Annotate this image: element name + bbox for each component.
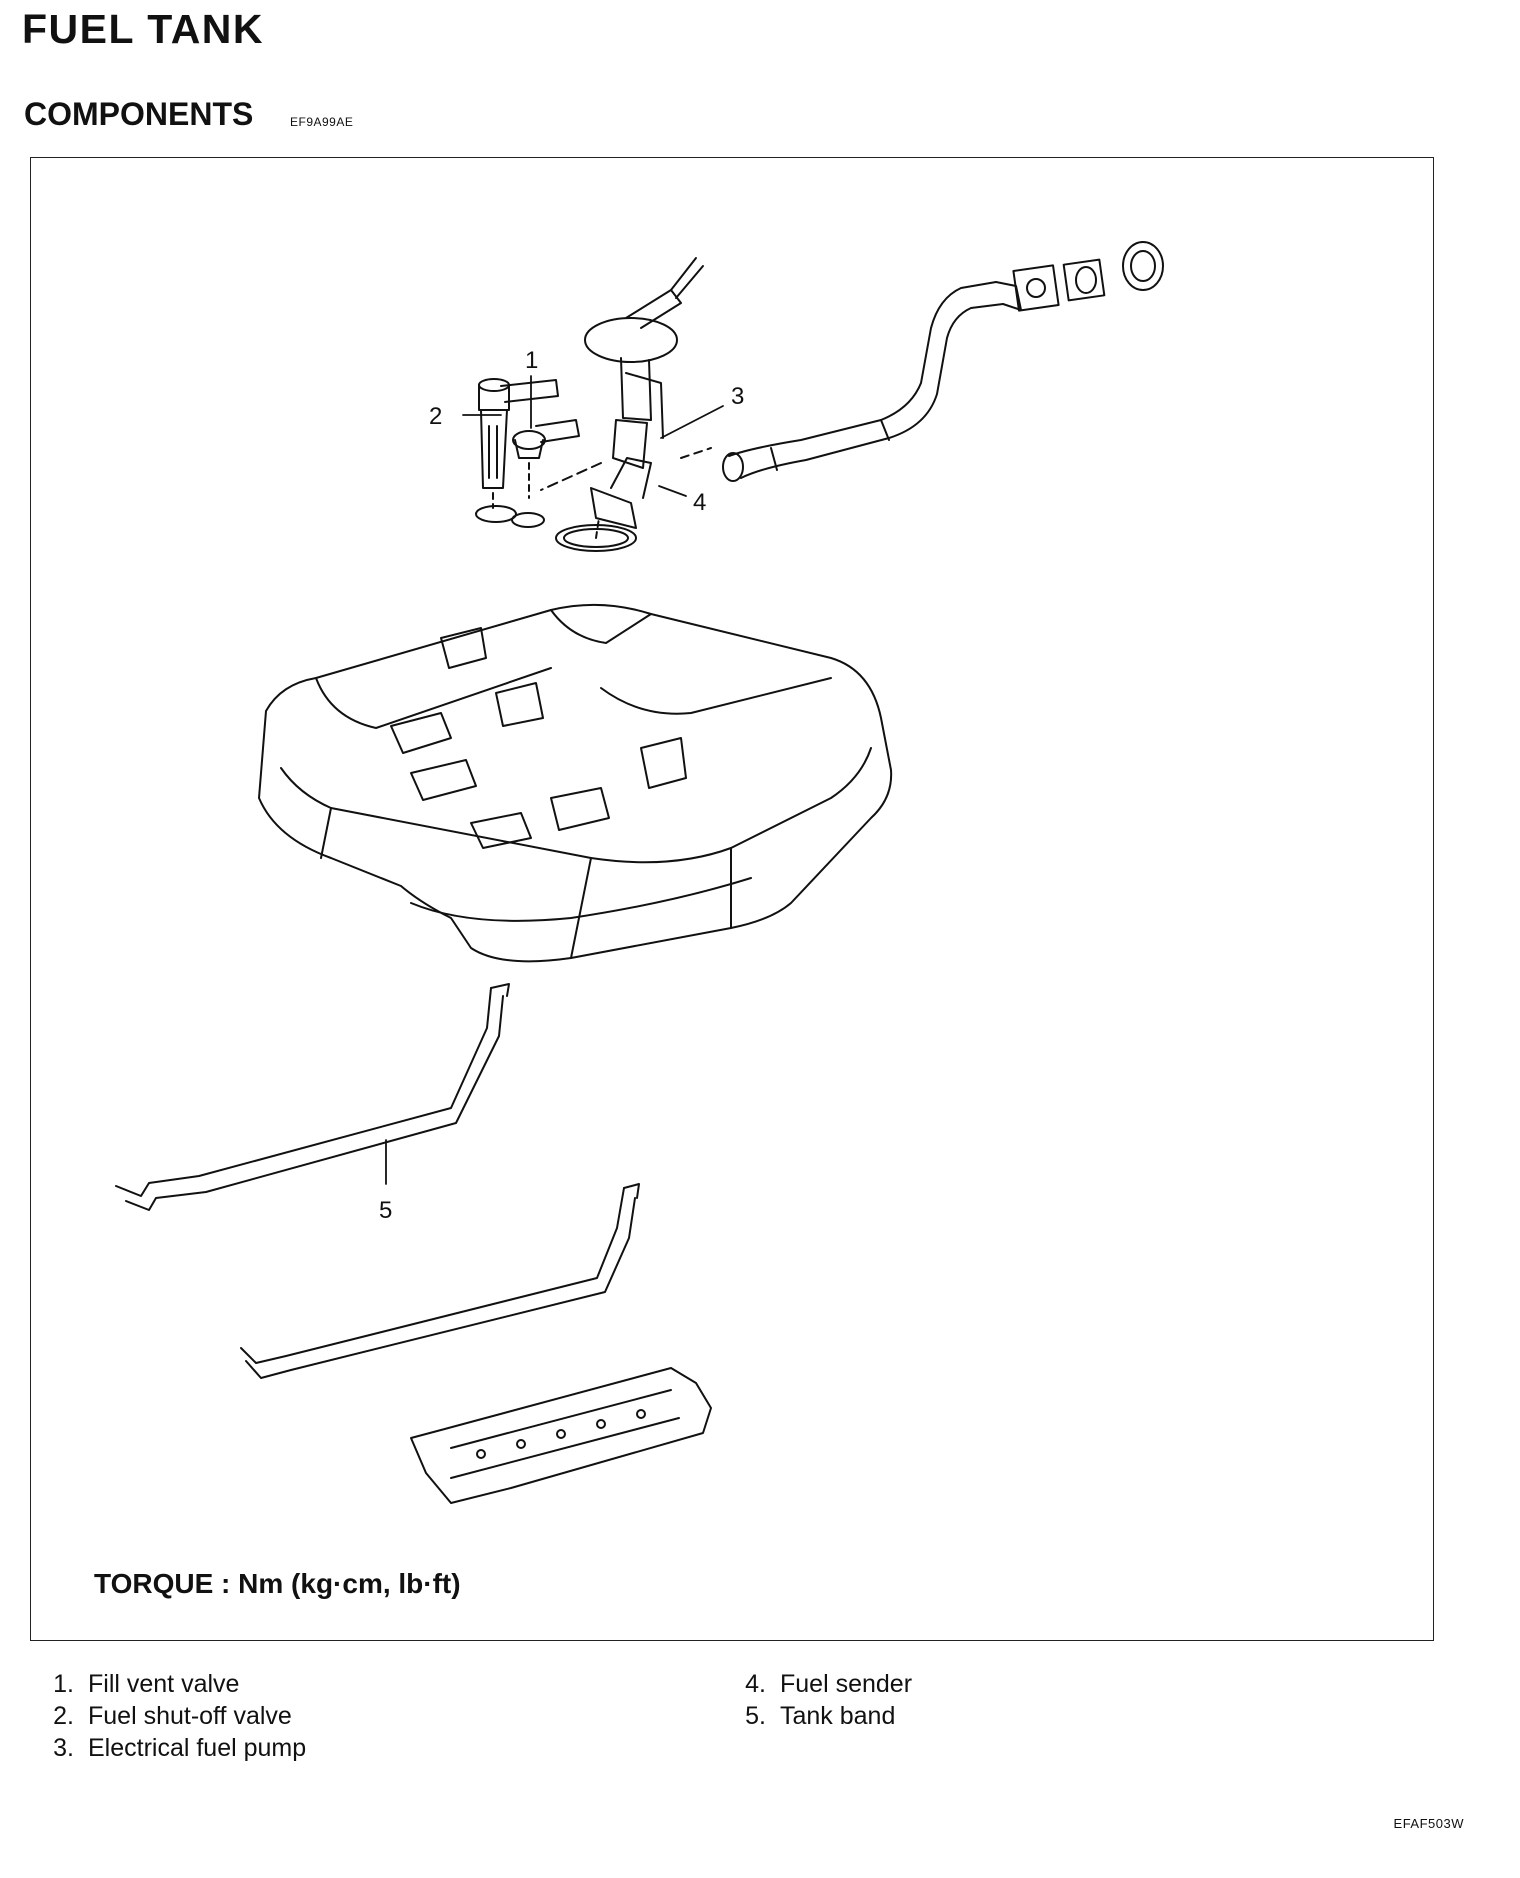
fuel-tank-diagram: 1 2 3 4 5: [115, 241, 1164, 1504]
fuel-tank-body: [258, 505, 893, 963]
callout-2: 2: [429, 403, 442, 430]
legend-item: 4.Fuel sender: [745, 1670, 913, 1698]
callout-leaders: [385, 375, 724, 1185]
tank-band-lower-part: [240, 1183, 640, 1379]
legend-item: 3.Electrical fuel pump: [53, 1734, 307, 1762]
fuel-shut-off-valve-part: [478, 378, 559, 509]
callout-1: 1: [525, 347, 538, 374]
callout-4: 4: [693, 489, 706, 516]
legend-item: 5.Tank band: [745, 1702, 896, 1730]
callout-5: 5: [379, 1197, 392, 1224]
callout-3: 3: [731, 383, 744, 410]
tank-band-upper-part: [115, 983, 510, 1211]
filler-hose-part: [680, 241, 1164, 482]
heat-protector-part: [410, 1367, 712, 1504]
figure-code: EFAF503W: [1393, 1816, 1464, 1831]
legend-right: 4.Fuel sender 5.Tank band: [728, 1668, 912, 1732]
section-title: COMPONENTS: [24, 96, 254, 132]
torque-label: TORQUE : Nm (kg·cm, lb·ft): [94, 1568, 461, 1599]
page-title: FUEL TANK: [22, 6, 265, 52]
legend-item: 2.Fuel shut-off valve: [53, 1702, 292, 1730]
diagram-frame: 1 2 3 4 5: [30, 157, 1434, 1641]
fill-vent-valve-part: [512, 419, 580, 499]
section-code: EF9A99AE: [290, 115, 354, 129]
legend-item: 1.Fill vent valve: [53, 1670, 240, 1698]
fuel-pump-assembly-part: [540, 257, 704, 539]
legend-left: 1.Fill vent valve 2.Fuel shut-off valve …: [36, 1668, 306, 1764]
